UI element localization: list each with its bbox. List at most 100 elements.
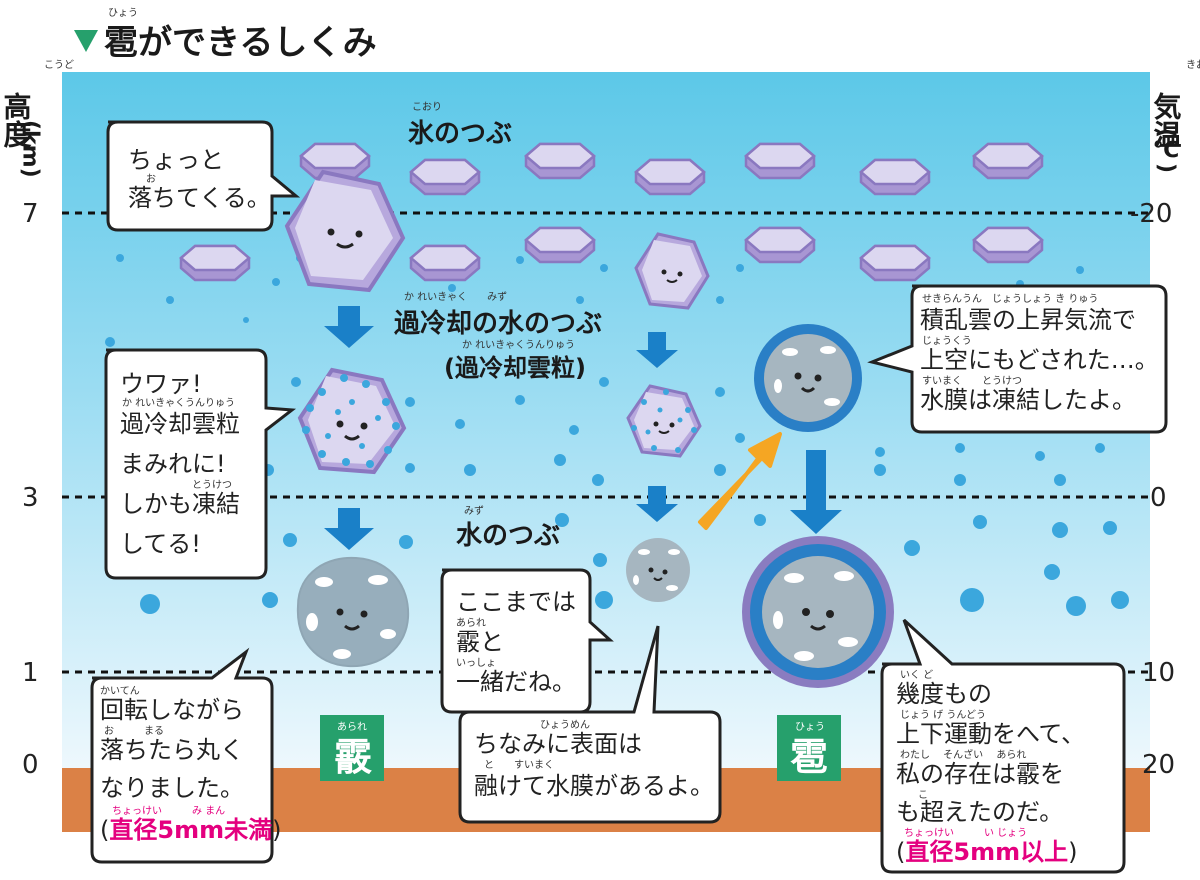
title-ruby: ひょう (108, 7, 138, 19)
supercooled-crystal-character (297, 367, 407, 475)
bubble-6: せきらんうん じょうしょう き りゅう 積乱雲の上昇気流で じょうくう 上空にも… (867, 284, 1168, 434)
bubble-1-line-2: 落ちてくる。 (128, 184, 271, 212)
bubble-2-ruby-2: か れいきゃくうんりゅう (122, 397, 235, 409)
arare-badge-label: 霰 (334, 735, 372, 779)
left-tick-1: 1 (22, 658, 39, 688)
droplet (1035, 451, 1045, 461)
droplet (592, 474, 604, 486)
bubble-1: ちょっと お 落ちてくる。 (106, 120, 301, 232)
left-axis-label: 高度 (0, 92, 33, 149)
ice-label-ruby: こおり (412, 101, 442, 113)
droplet (735, 433, 745, 443)
bubble-2: ウワァ! か れいきゃくうんりゅう 過冷却雲粒 まみれに! とうけつ しかも凍結… (104, 348, 297, 580)
droplet (600, 264, 608, 272)
droplet (515, 395, 525, 405)
droplet (105, 337, 115, 347)
arare-badge (320, 715, 384, 781)
droplet (405, 463, 415, 473)
ice-crystal-character (284, 169, 406, 293)
ice-plate (972, 142, 1044, 180)
droplet (554, 454, 566, 466)
bubble-7-line-4: も超えたのだ。 (896, 798, 1063, 826)
droplet (736, 264, 744, 272)
rising-hail-character (754, 324, 862, 432)
bubble-2-line-3: まみれに! (120, 450, 226, 478)
bubble-4-line-2: 霰と (456, 628, 504, 656)
droplet (455, 419, 465, 429)
droplet (283, 533, 297, 547)
droplet (1054, 474, 1066, 486)
droplet (714, 464, 726, 476)
ice-plate (179, 244, 251, 282)
ice-plate (859, 244, 931, 282)
droplet (1076, 266, 1084, 274)
droplet (595, 591, 613, 609)
droplet (140, 594, 160, 614)
bubble-7: いく ど 幾度もの じょう げ うんどう 上下運動をへて、 わたし そんざい あ… (880, 618, 1126, 874)
hyou-badge (777, 715, 841, 781)
ice-plate (524, 142, 596, 180)
left-axis-unit: (km) (18, 120, 43, 178)
bubble-2-line-4: しかも凍結 (120, 490, 240, 518)
bubble-1-ruby-2: お (146, 173, 156, 185)
droplet (955, 443, 965, 453)
hyou-badge-label: 雹 (790, 735, 828, 779)
droplet (555, 513, 569, 527)
arrow-up-orange (698, 432, 782, 530)
bubble-4-ruby-2: あられ (456, 617, 486, 629)
left-tick-7: 7 (22, 199, 39, 229)
droplet (243, 317, 249, 323)
supercooled-cloud-ruby: か れいきゃくうんりゅう (462, 339, 575, 351)
bubble-3: かいてん 回転しながら お まる 落ちたら丸く なりました。 ちょっけい み ま… (90, 647, 281, 864)
ice-plate (972, 226, 1044, 264)
droplet (291, 377, 301, 387)
droplet (1052, 522, 1068, 538)
ice-plate (409, 158, 481, 196)
bubble-3-line-3: なりました。 (100, 774, 244, 802)
droplet (973, 515, 987, 529)
bubble-3-ruby-2: お まる (104, 725, 164, 737)
graupel-character (296, 556, 410, 668)
ice-plate (634, 158, 706, 196)
right-axis-label: 気温 (1150, 92, 1183, 148)
water-label-ruby: みず (464, 505, 484, 517)
left-tick-3: 3 (22, 483, 39, 513)
droplet (516, 256, 524, 264)
droplet (569, 425, 579, 435)
droplet (405, 397, 415, 407)
bubble-5-ruby-1: ひょうめん (540, 719, 590, 731)
droplet (1044, 564, 1060, 580)
bubble-5-line-1: ちなみに表面は (474, 730, 642, 758)
bubble-1-line-1: ちょっと (128, 146, 224, 174)
droplet (954, 474, 966, 486)
droplet (448, 284, 456, 292)
bubble-3-line-1: 回転しながら (100, 696, 244, 724)
small-supercooled-crystal-character (626, 384, 702, 458)
bubble-7-note-ruby: ちょっけい い じょう (904, 827, 1027, 839)
droplet (716, 296, 724, 304)
bubble-2-ruby-4: とうけつ (192, 479, 232, 491)
arare-badge-ruby: あられ (337, 721, 367, 733)
droplet (116, 254, 124, 262)
bubble-2-line-5: してる! (120, 530, 201, 558)
supercooled-label: 過冷却の水のつぶ (394, 308, 602, 339)
down-arrows (324, 306, 842, 550)
droplet (262, 592, 278, 608)
bubble-5: ひょうめん ちなみに表面は と すいまく 融けて水膜があるよ。 (458, 625, 722, 824)
bubble-4-ruby-3: いっしょ (456, 657, 496, 669)
bubble-7-line-2: 上下運動をへて、 (896, 720, 1085, 748)
ice-plates (179, 142, 1044, 282)
ice-plate (299, 142, 371, 180)
droplet (960, 588, 984, 612)
bubble-2-line-2: 過冷却雲粒 (120, 410, 240, 438)
supercooled-label-ruby: か れいきゃく みず (404, 291, 507, 303)
bubble-7-ruby-1: いく ど (900, 669, 933, 681)
arrow-down-3 (636, 332, 678, 368)
droplet (1103, 521, 1117, 535)
bubble-6-line-3: 水膜は凍結したよ。 (920, 386, 1136, 414)
droplet (593, 553, 607, 567)
arrow-down-1 (324, 306, 374, 348)
title-triangle-icon (74, 30, 98, 52)
